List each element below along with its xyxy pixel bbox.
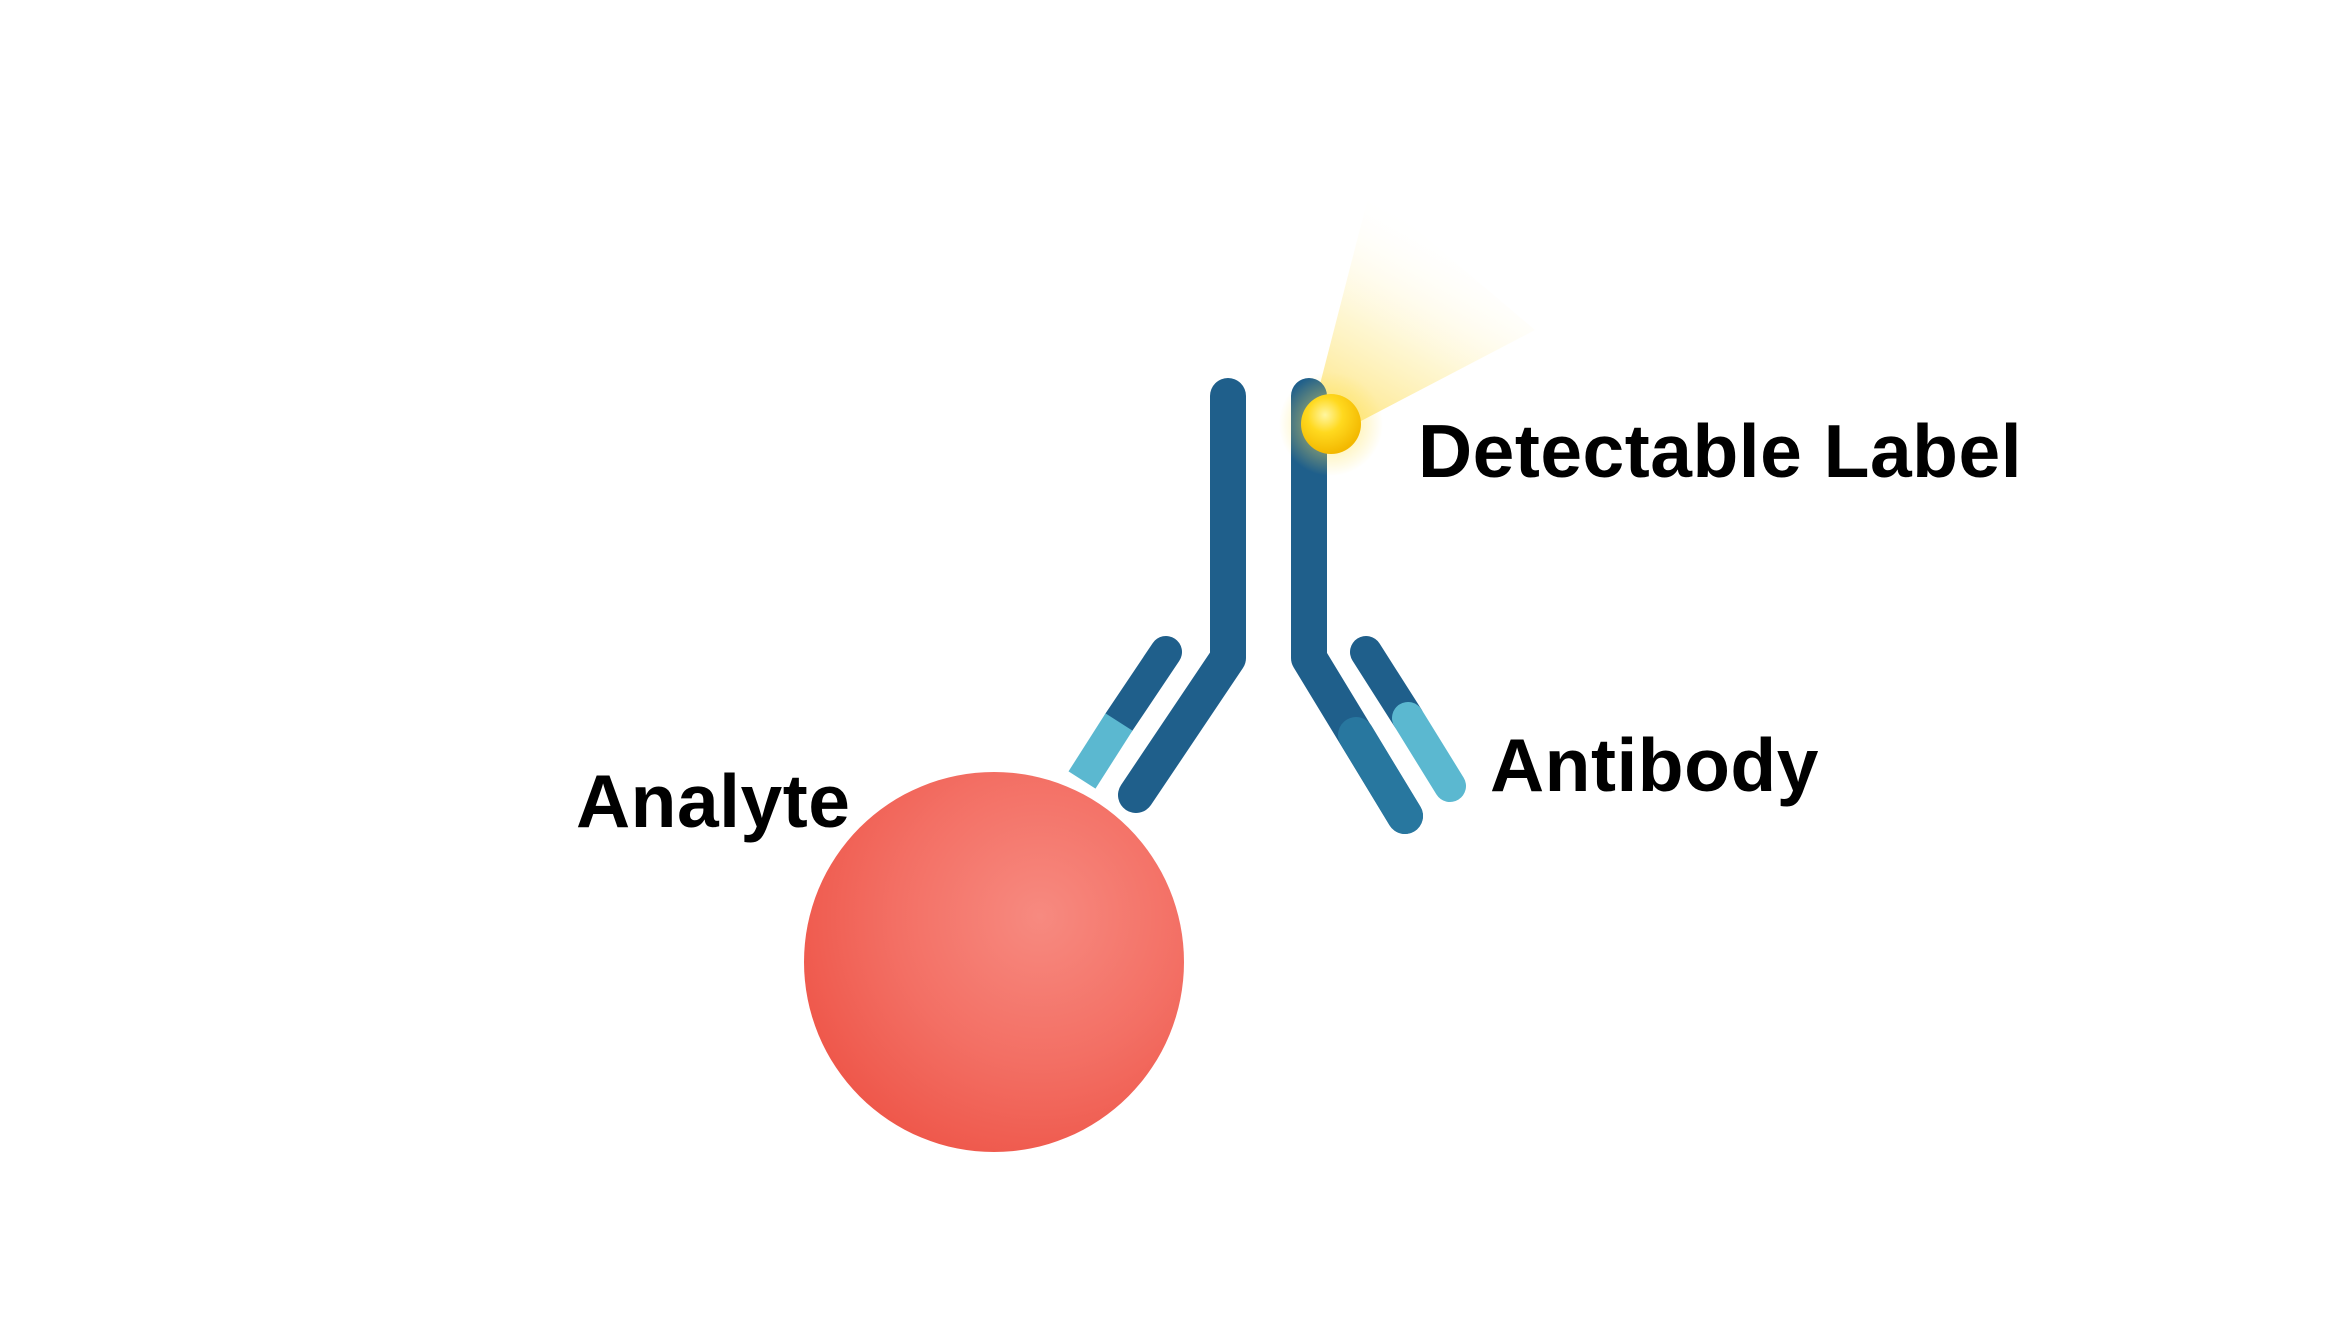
y-shaped-antibody-icon — [1068, 378, 1466, 834]
left-light-chain-variable — [1068, 713, 1133, 789]
analyte-label-text: Analyte — [576, 759, 851, 843]
glowing-dot-icon — [1301, 394, 1361, 454]
left-heavy-chain — [1118, 378, 1246, 813]
detectable-label-text: Detectable Label — [1418, 409, 2023, 493]
left-light-chain-constant — [1103, 636, 1182, 738]
right-heavy-chain-shade — [1338, 717, 1423, 834]
analyte-sphere-icon — [804, 772, 1184, 1152]
antibody-label-text: Antibody — [1490, 723, 1819, 807]
right-light-chain-variable — [1392, 702, 1466, 802]
label-light-beam — [1318, 190, 1535, 432]
